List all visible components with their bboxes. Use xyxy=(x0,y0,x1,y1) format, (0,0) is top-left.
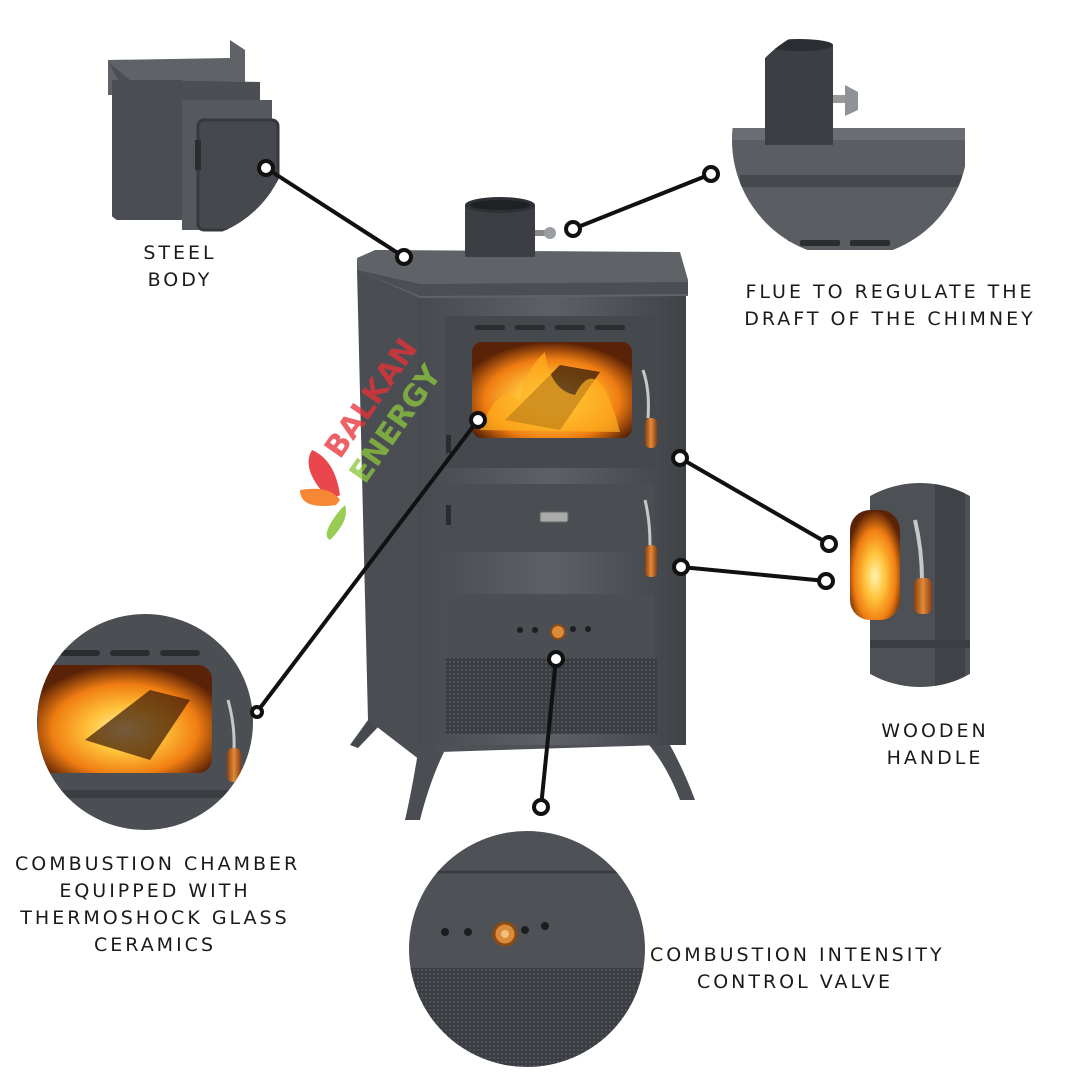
label-line: CONTROL VALVE xyxy=(696,971,894,993)
detail-steel-body xyxy=(70,20,290,240)
label-line: EQUIPPED WITH xyxy=(59,880,251,902)
leader-lines xyxy=(255,166,830,808)
detail-control-valve xyxy=(409,831,645,1067)
label-line: HANDLE xyxy=(886,747,984,769)
label-line: WOODEN xyxy=(881,720,989,742)
ash-drawer xyxy=(448,594,654,662)
label-steel-body: STEEL BODY xyxy=(110,240,250,294)
flue-pipe xyxy=(465,197,556,257)
label-line: CERAMICS xyxy=(93,934,217,956)
label-line: THERMOSHOCK GLASS xyxy=(20,907,290,929)
oven-door xyxy=(445,484,657,577)
wooden-handle-icon xyxy=(643,499,657,577)
stove-leg-left xyxy=(350,720,380,748)
leaf-icon xyxy=(300,488,340,506)
label-flue: FLUE TO REGULATE THE DRAFT OF THE CHIMNE… xyxy=(735,279,1045,333)
label-line: BODY xyxy=(147,269,213,291)
detail-combustion-chamber xyxy=(37,614,253,830)
stove xyxy=(350,197,695,820)
stove-side-panel xyxy=(357,270,420,760)
label-wooden-handle: WOODEN HANDLE xyxy=(860,718,1010,772)
label-line: COMBUSTION CHAMBER xyxy=(15,853,301,875)
detail-wooden-handle xyxy=(818,483,1022,687)
label-line: COMBUSTION INTENSITY xyxy=(650,944,945,966)
label-combustion-chamber: COMBUSTION CHAMBER EQUIPPED WITH THERMOS… xyxy=(15,851,301,959)
label-control-valve: COMBUSTION INTENSITY CONTROL VALVE xyxy=(650,942,945,996)
leader-dots xyxy=(250,159,838,816)
label-line: FLUE TO REGULATE THE xyxy=(745,281,1035,303)
detail-flue xyxy=(732,22,968,258)
label-line: STEEL xyxy=(143,242,217,264)
wooden-handle-icon xyxy=(641,369,657,448)
control-valve-knob xyxy=(550,624,566,640)
leaf-icon xyxy=(326,505,346,540)
firebox-door xyxy=(445,316,657,468)
stove-leg-front-left xyxy=(405,740,445,820)
stove-leg-front-right xyxy=(640,728,695,800)
door-vents xyxy=(475,325,625,330)
label-line: DRAFT OF THE CHIMNEY xyxy=(744,308,1036,330)
leaf-icon xyxy=(308,450,340,500)
